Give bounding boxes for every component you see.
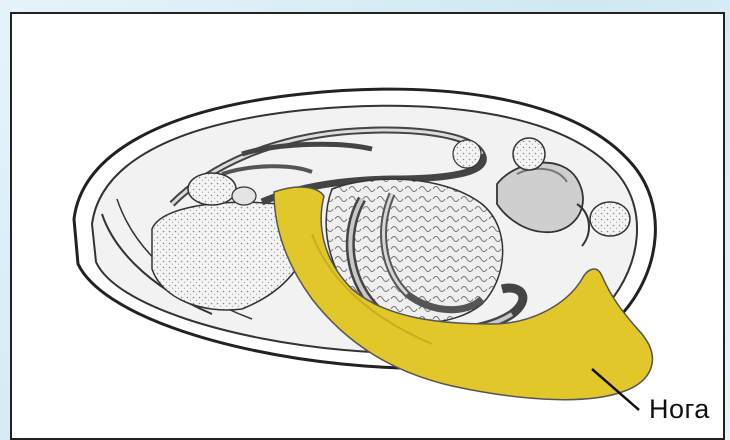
diagram-panel: Нога xyxy=(10,12,725,440)
foot-label: Нога xyxy=(649,394,710,425)
stomach-lobe xyxy=(513,138,545,170)
heart-organ xyxy=(188,173,236,205)
clam-anatomy-illustration xyxy=(12,14,723,438)
adductor-muscle xyxy=(590,202,630,236)
